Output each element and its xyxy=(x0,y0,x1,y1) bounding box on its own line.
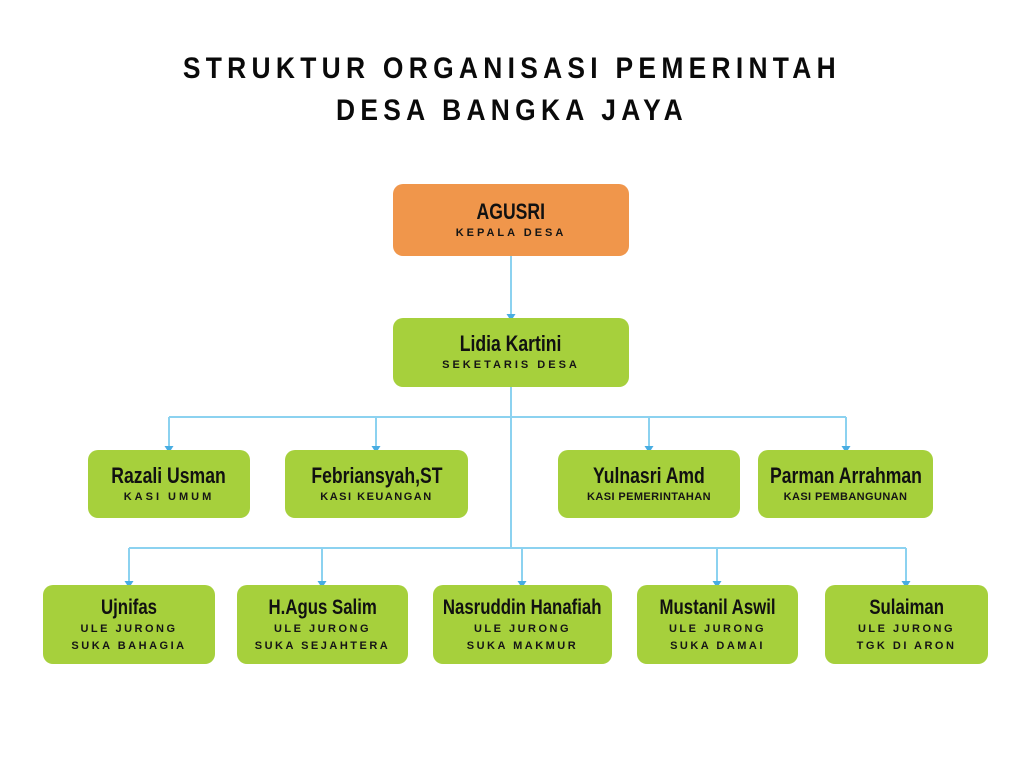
node-ule-jurong-suka-damai: Mustanil Aswil ULE JURONG SUKA DAMAI xyxy=(637,585,798,664)
person-name: Lidia Kartini xyxy=(460,331,562,356)
person-name: Sulaiman xyxy=(869,595,944,619)
person-name: H.Agus Salim xyxy=(268,595,377,619)
person-role-line-1: ULE JURONG xyxy=(857,622,956,635)
node-ule-jurong-suka-makmur: Nasruddin Hanafiah ULE JURONG SUKA MAKMU… xyxy=(433,585,612,664)
arrowhead-down-icon xyxy=(317,581,327,588)
chart-title-line-2: DESA BANGKA JAYA xyxy=(335,94,688,127)
person-role: KASI KEUANGAN xyxy=(320,490,433,503)
arrowhead-down-icon xyxy=(712,581,722,588)
person-role: KASI PEMERINTAHAN xyxy=(587,490,711,503)
person-role-line-2: SUKA DAMAI xyxy=(670,639,765,652)
node-kasi-keuangan: Febriansyah,ST KASI KEUANGAN xyxy=(285,450,468,518)
person-name: AGUSRI xyxy=(476,198,546,224)
node-ule-jurong-suka-sejahtera: H.Agus Salim ULE JURONG SUKA SEJAHTERA xyxy=(237,585,408,664)
arrowhead-down-icon xyxy=(644,446,654,453)
person-name: Nasruddin Hanafiah xyxy=(443,595,602,619)
person-name: Parman Arrahman xyxy=(769,462,922,488)
person-role: KASI PEMBANGUNAN xyxy=(783,490,908,503)
arrowhead-down-icon xyxy=(124,581,134,588)
person-name: Febriansyah,ST xyxy=(310,462,443,488)
person-role-line-1: ULE JURONG xyxy=(273,622,372,635)
person-role: KASI UMUM xyxy=(123,490,215,503)
node-ule-jurong-suka-bahagia: Ujnifas ULE JURONG SUKA BAHAGIA xyxy=(43,585,215,664)
chart-title-line-1: STRUKTUR ORGANISASI PEMERINTAH xyxy=(182,52,842,85)
person-role-line-2: TGK DI ARON xyxy=(856,639,957,652)
node-kasi-pembangunan: Parman Arrahman KASI PEMBANGUNAN xyxy=(758,450,933,518)
chart-title: STRUKTUR ORGANISASI PEMERINTAH DESA BANG… xyxy=(0,48,1024,132)
arrowhead-down-icon xyxy=(841,446,851,453)
person-role: SEKETARIS DESA xyxy=(442,359,580,371)
person-role-line-2: SUKA MAKMUR xyxy=(466,639,579,652)
person-name: Razali Usman xyxy=(111,462,227,488)
person-role-line-2: SUKA BAHAGIA xyxy=(71,639,187,652)
node-sekretaris-desa: Lidia Kartini SEKETARIS DESA xyxy=(393,318,629,387)
arrowhead-down-icon xyxy=(517,581,527,588)
arrowhead-down-icon xyxy=(164,446,174,453)
person-role: KEPALA DESA xyxy=(455,226,567,239)
person-role-line-1: ULE JURONG xyxy=(668,622,767,635)
node-kasi-pemerintahan: Yulnasri Amd KASI PEMERINTAHAN xyxy=(558,450,740,518)
person-role-line-1: ULE JURONG xyxy=(473,622,572,635)
person-role-line-2: SUKA SEJAHTERA xyxy=(254,639,391,652)
arrowhead-down-icon xyxy=(371,446,381,453)
person-name: Ujnifas xyxy=(100,595,157,619)
person-role-line-1: ULE JURONG xyxy=(80,622,178,635)
arrowhead-down-icon xyxy=(901,581,911,588)
person-name: Yulnasri Amd xyxy=(593,462,705,488)
node-ule-jurong-tgk-di-aron: Sulaiman ULE JURONG TGK DI ARON xyxy=(825,585,988,664)
person-name: Mustanil Aswil xyxy=(659,595,776,619)
node-kasi-umum: Razali Usman KASI UMUM xyxy=(88,450,250,518)
node-kepala-desa: AGUSRI KEPALA DESA xyxy=(393,184,629,256)
arrowhead-down-icon xyxy=(506,314,516,321)
